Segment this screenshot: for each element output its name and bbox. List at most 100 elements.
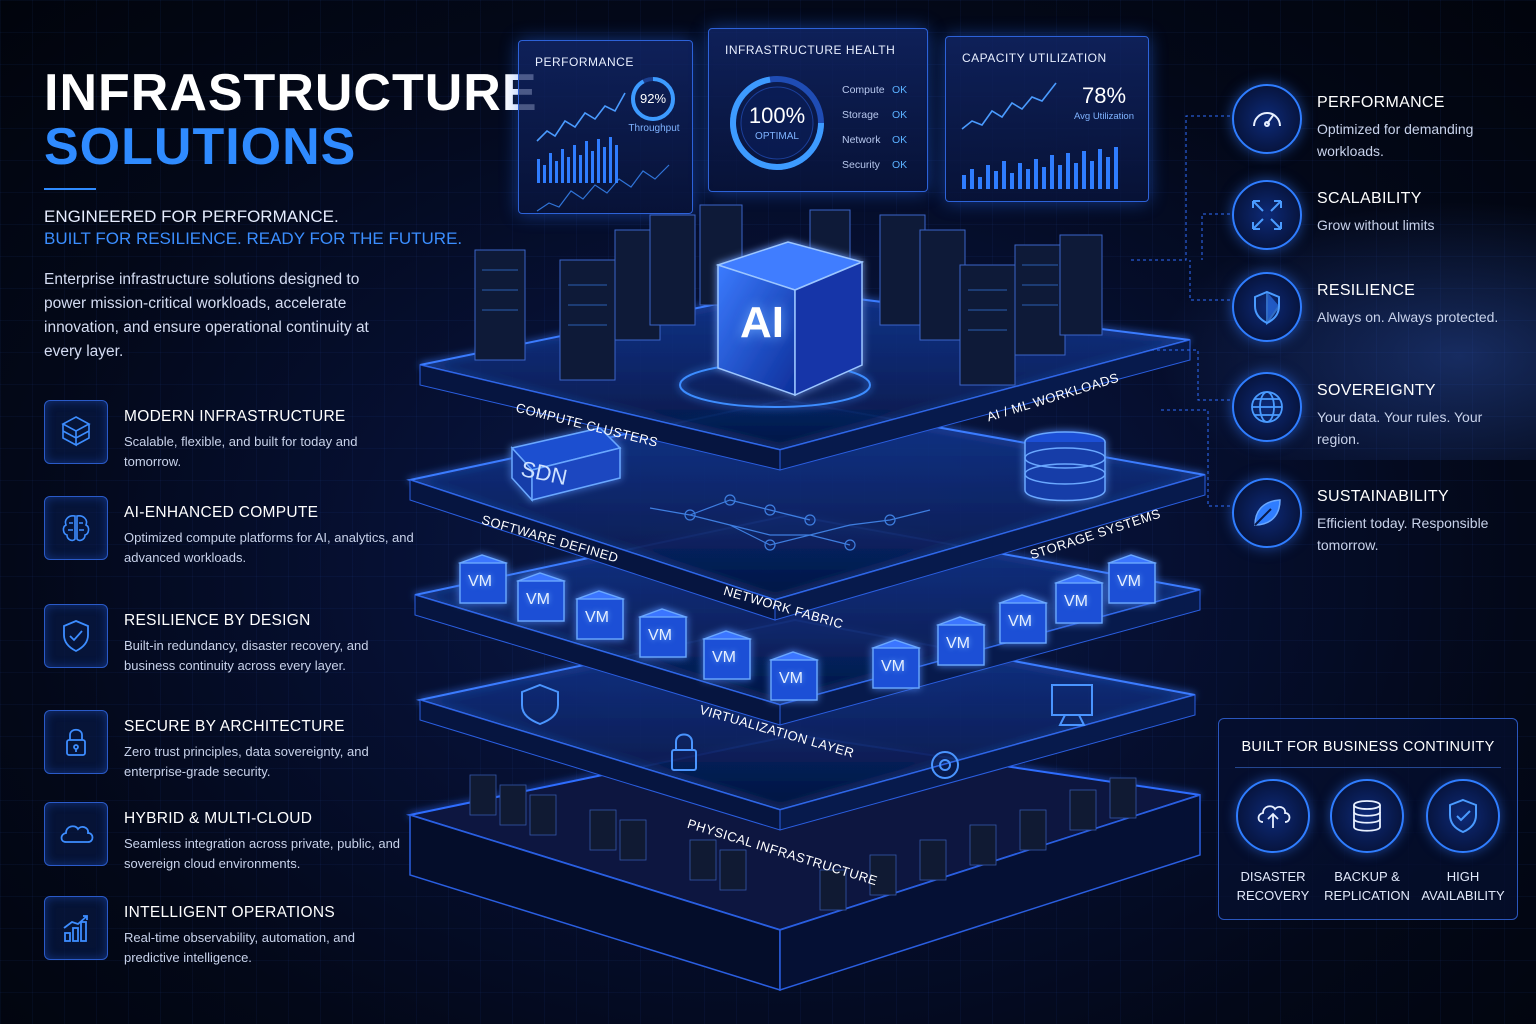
vm-label: VM (468, 573, 492, 590)
vm-label: VM (881, 658, 905, 675)
continuity-title: BUILT FOR BUSINESS CONTINUITY (1241, 739, 1495, 755)
benefit-desc: Always on. Always protected. (1317, 309, 1499, 325)
feature-ai-compute: AI-ENHANCED COMPUTE Optimized compute pl… (44, 496, 414, 566)
capacity-utilization-panel: CAPACITY UTILIZATION 78% Avg Utilization (945, 36, 1149, 202)
vm-cube (999, 602, 1047, 644)
benefit-resilience: RESILIENCE Always on. Always protected. (1232, 272, 1522, 352)
vm-label: VM (946, 635, 970, 652)
feature-title: RESILIENCE BY DESIGN (124, 612, 311, 629)
panel-title: INFRASTRUCTURE HEALTH (725, 43, 896, 57)
ai-cube (679, 241, 871, 408)
panel-title: CAPACITY UTILIZATION (962, 51, 1107, 65)
benefit-title: SOVEREIGNTY (1317, 382, 1436, 399)
feature-desc: Real-time observability, automation, and… (124, 930, 355, 965)
feature-title: SECURE BY ARCHITECTURE (124, 718, 345, 735)
feature-desc: Scalable, flexible, and built for today … (124, 434, 358, 469)
vm-cube (459, 562, 507, 604)
continuity-divider (1235, 767, 1501, 768)
bar-chart-icon (44, 896, 108, 960)
throughput-value: 92% (639, 91, 667, 106)
continuity-label: BACKUP & REPLICATION (1324, 869, 1410, 903)
infrastructure-stack-illustration (406, 204, 1206, 992)
feature-modern-infrastructure: MODERN INFRASTRUCTURE Scalable, flexible… (44, 400, 404, 470)
health-value: 100% (748, 103, 806, 128)
performance-panel: PERFORMANCE 92% Throughput (518, 40, 693, 214)
leaf-icon (1232, 478, 1302, 548)
vm-label: VM (779, 670, 803, 687)
vm-cube (1055, 582, 1103, 624)
network-mesh (649, 494, 931, 551)
performance-sparklines (536, 77, 675, 212)
throughput-label: Throughput (628, 123, 680, 134)
vm-label: VM (1064, 593, 1088, 610)
vm-cube (872, 647, 920, 689)
health-status: OPTIMAL (755, 131, 799, 142)
vm-label: VM (585, 609, 609, 626)
network-layer (406, 398, 1206, 621)
feature-title: MODERN INFRASTRUCTURE (124, 408, 346, 425)
capacity-value: 78% (1081, 83, 1127, 108)
shield-check-icon (1426, 779, 1500, 853)
tagline-line-2: BUILT FOR RESILIENCE. READY FOR THE FUTU… (44, 229, 463, 248)
city-lights-backdrop (1156, 200, 1536, 460)
database-cylinder (1024, 431, 1106, 502)
server-racks (474, 204, 1103, 386)
feature-secure-architecture: SECURE BY ARCHITECTURE Zero trust princi… (44, 710, 404, 780)
feature-title: AI-ENHANCED COMPUTE (124, 504, 319, 521)
feature-title: INTELLIGENT OPERATIONS (124, 904, 336, 921)
benefit-title: PERFORMANCE (1317, 94, 1445, 111)
feature-desc: Zero trust principles, data sovereignty,… (124, 744, 369, 779)
ai-label: AI (740, 298, 784, 347)
vm-cube (639, 616, 687, 658)
capacity-charts (961, 82, 1118, 189)
benefit-sustainability: SUSTAINABILITY Efficient today. Responsi… (1232, 478, 1522, 558)
vm-label: VM (526, 591, 550, 608)
feature-title: HYBRID & MULTI-CLOUD (124, 810, 313, 827)
continuity-backup-replication: BACKUP & REPLICATION (1319, 779, 1415, 905)
tagline: ENGINEERED FOR PERFORMANCE. BUILT FOR RE… (44, 206, 462, 250)
capacity-label: Avg Utilization (1073, 111, 1135, 122)
feature-desc: Built-in redundancy, disaster recovery, … (124, 638, 369, 673)
title-line-2: SOLUTIONS (44, 118, 357, 176)
infrastructure-health-panel: INFRASTRUCTURE HEALTH 100% OPTIMAL Compu… (708, 28, 928, 192)
benefit-desc: Efficient today. Responsible tomorrow. (1317, 515, 1489, 553)
vm-cube (937, 624, 985, 666)
vm-cube (576, 598, 624, 640)
continuity-label: HIGH AVAILABILITY (1421, 869, 1505, 903)
shield-icon (1232, 272, 1302, 342)
vm-cube (770, 659, 818, 701)
compute-layer (419, 204, 1191, 471)
feature-hybrid-cloud: HYBRID & MULTI-CLOUD Seamless integratio… (44, 802, 404, 872)
feature-desc: Seamless integration across private, pub… (124, 836, 401, 871)
physical-layer (406, 733, 1201, 992)
benefit-scalability: SCALABILITY Grow without limits (1232, 180, 1522, 260)
continuity-high-availability: HIGH AVAILABILITY (1415, 779, 1511, 905)
tagline-line-1: ENGINEERED FOR PERFORMANCE. (44, 207, 339, 226)
globe-icon (1232, 372, 1302, 442)
padlock-icon (44, 710, 108, 774)
business-continuity-panel: BUILT FOR BUSINESS CONTINUITY DISASTER R… (1218, 718, 1518, 920)
benefit-sovereignty: SOVEREIGNTY Your data. Your rules. Your … (1232, 372, 1522, 452)
intro-text: Enterprise infrastructure solutions desi… (44, 271, 369, 360)
monitor-icon (1051, 684, 1093, 716)
continuity-disaster-recovery: DISASTER RECOVERY (1225, 779, 1321, 905)
sdn-cube (510, 427, 622, 502)
benefit-performance: PERFORMANCE Optimized for demanding work… (1232, 84, 1522, 164)
vm-label: VM (712, 649, 736, 666)
benefit-desc: Your data. Your rules. Your region. (1317, 409, 1483, 447)
panel-title: PERFORMANCE (535, 55, 634, 69)
vm-cube (703, 638, 751, 680)
benefit-title: SCALABILITY (1317, 190, 1422, 207)
page-title: INFRASTRUCTURE SOLUTIONS (44, 66, 538, 174)
database-icon (1330, 779, 1404, 853)
benefit-desc: Optimized for demanding workloads. (1317, 121, 1474, 159)
benefit-title: RESILIENCE (1317, 282, 1416, 299)
vm-cube (1108, 562, 1156, 604)
brain-icon (44, 496, 108, 560)
feature-desc: Optimized compute platforms for AI, anal… (124, 530, 414, 565)
benefit-title: SUSTAINABILITY (1317, 488, 1449, 505)
cloud-icon (44, 802, 108, 866)
